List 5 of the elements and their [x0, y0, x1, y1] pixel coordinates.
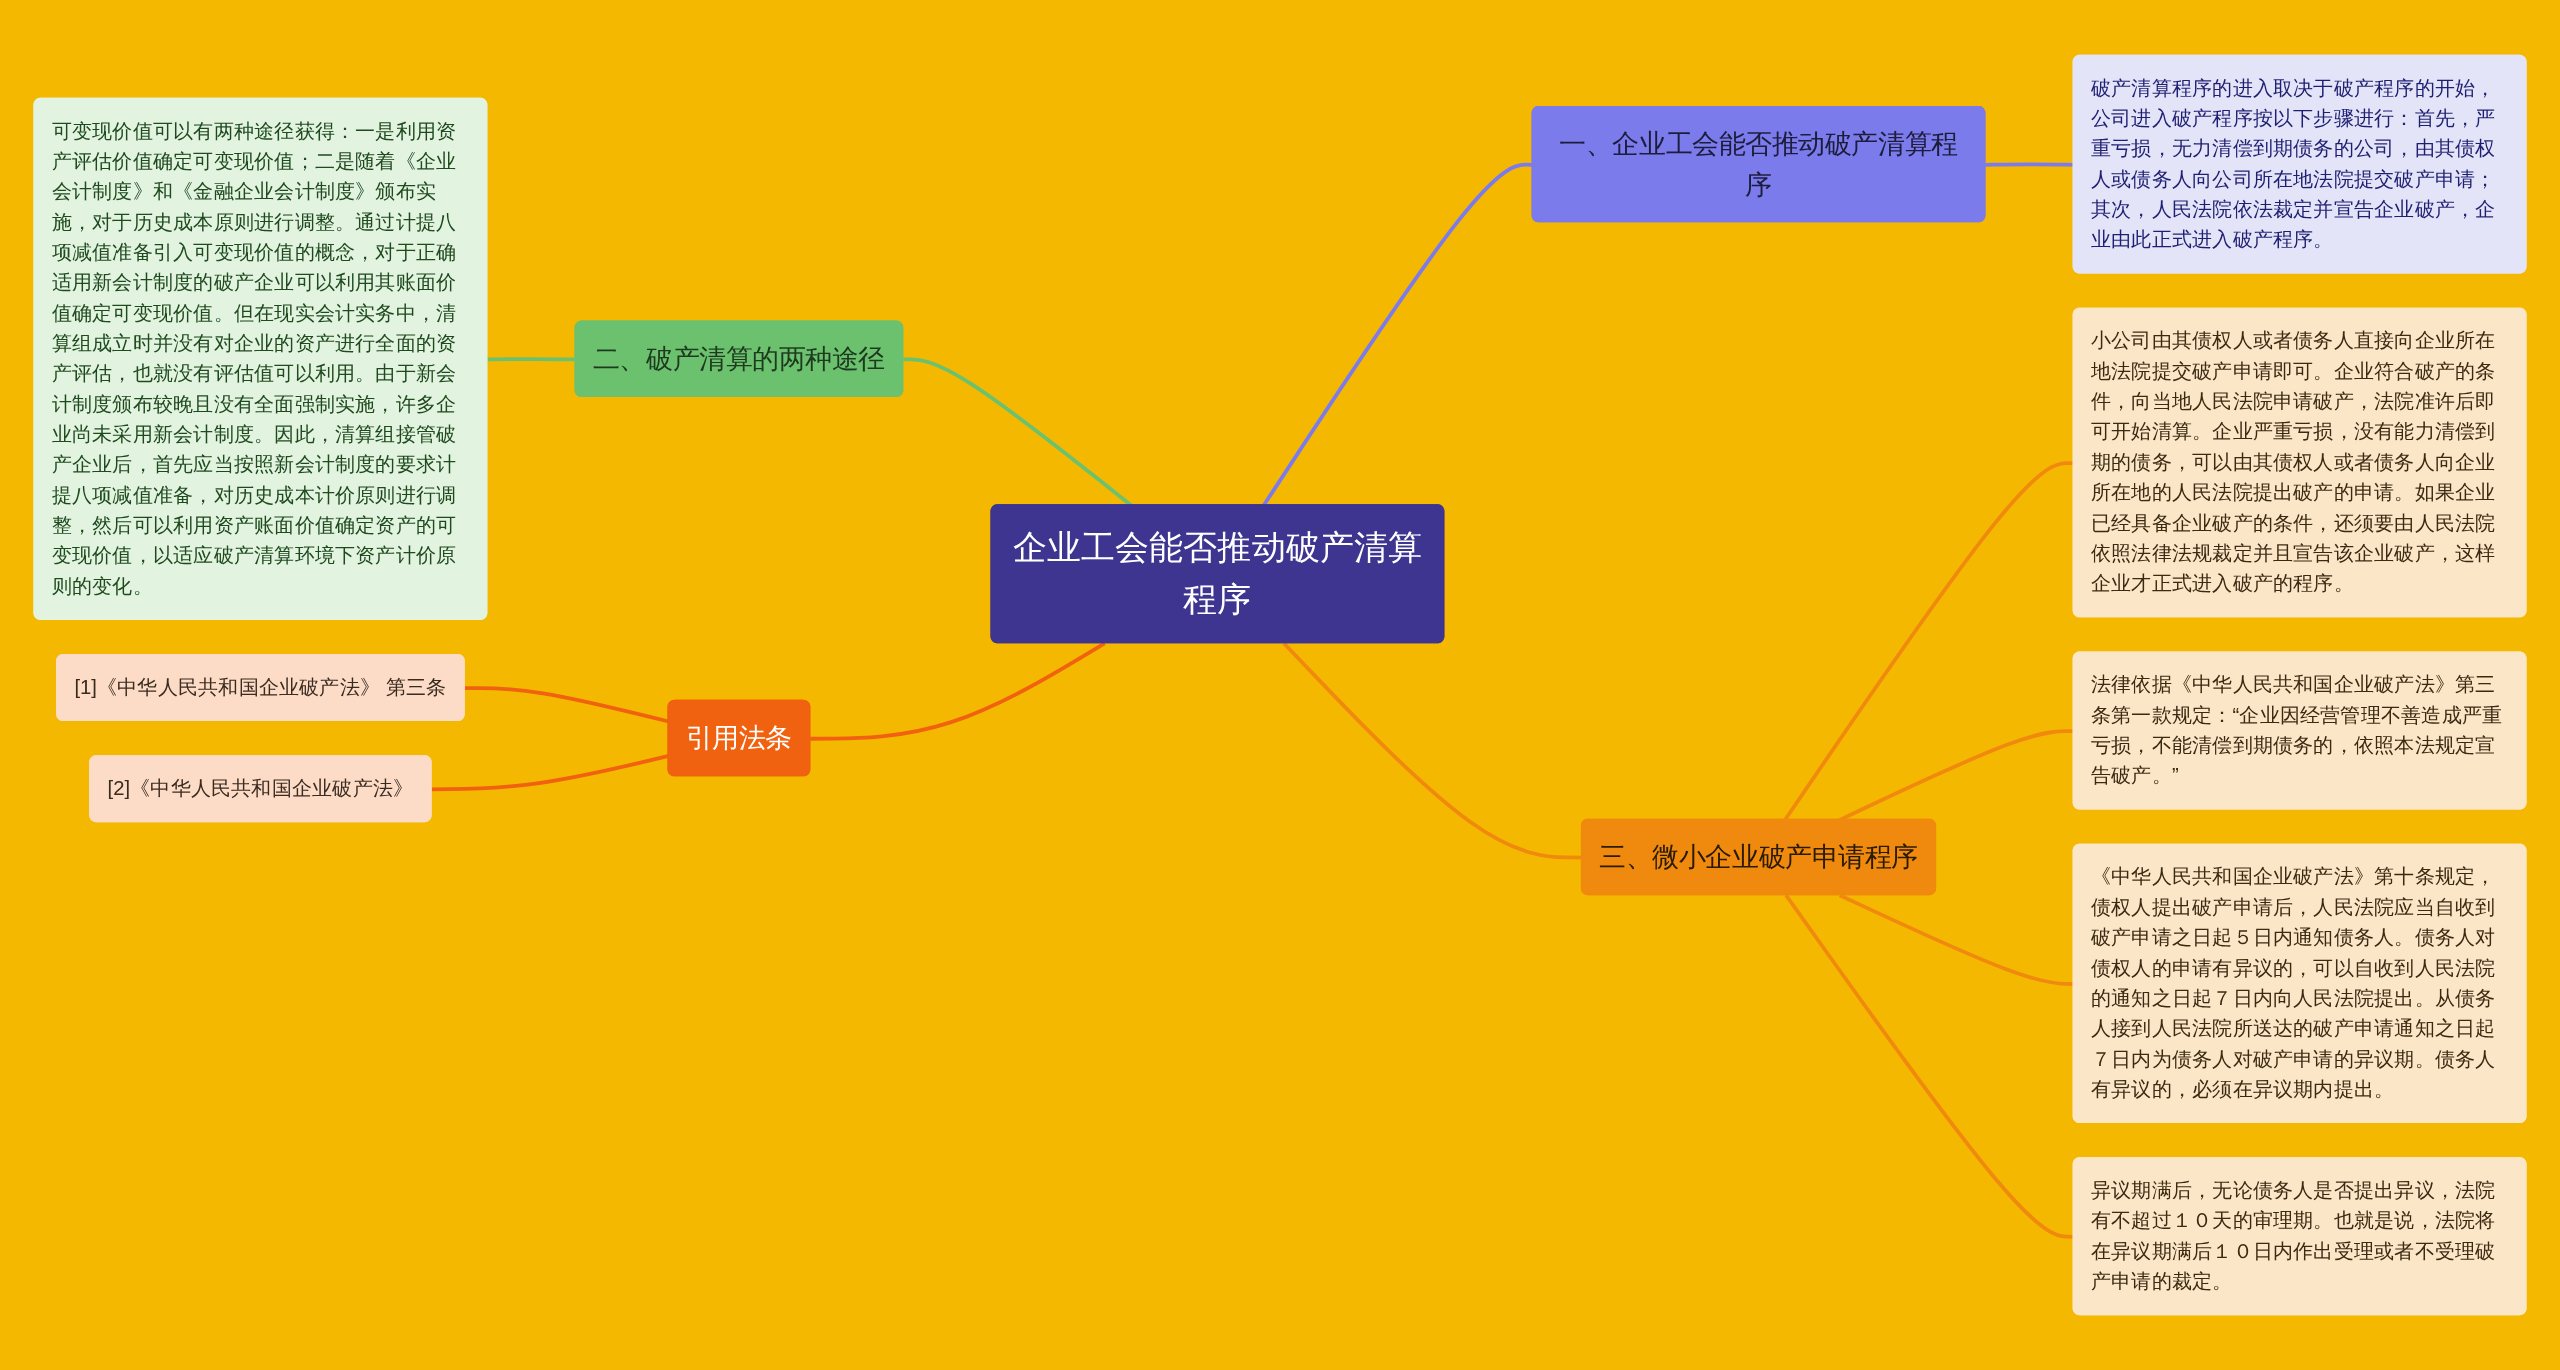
- connector: [1784, 894, 2074, 1239]
- connector: [810, 641, 1106, 741]
- connector: [1838, 893, 2074, 986]
- connector: [487, 357, 576, 362]
- connector: [1985, 162, 2074, 167]
